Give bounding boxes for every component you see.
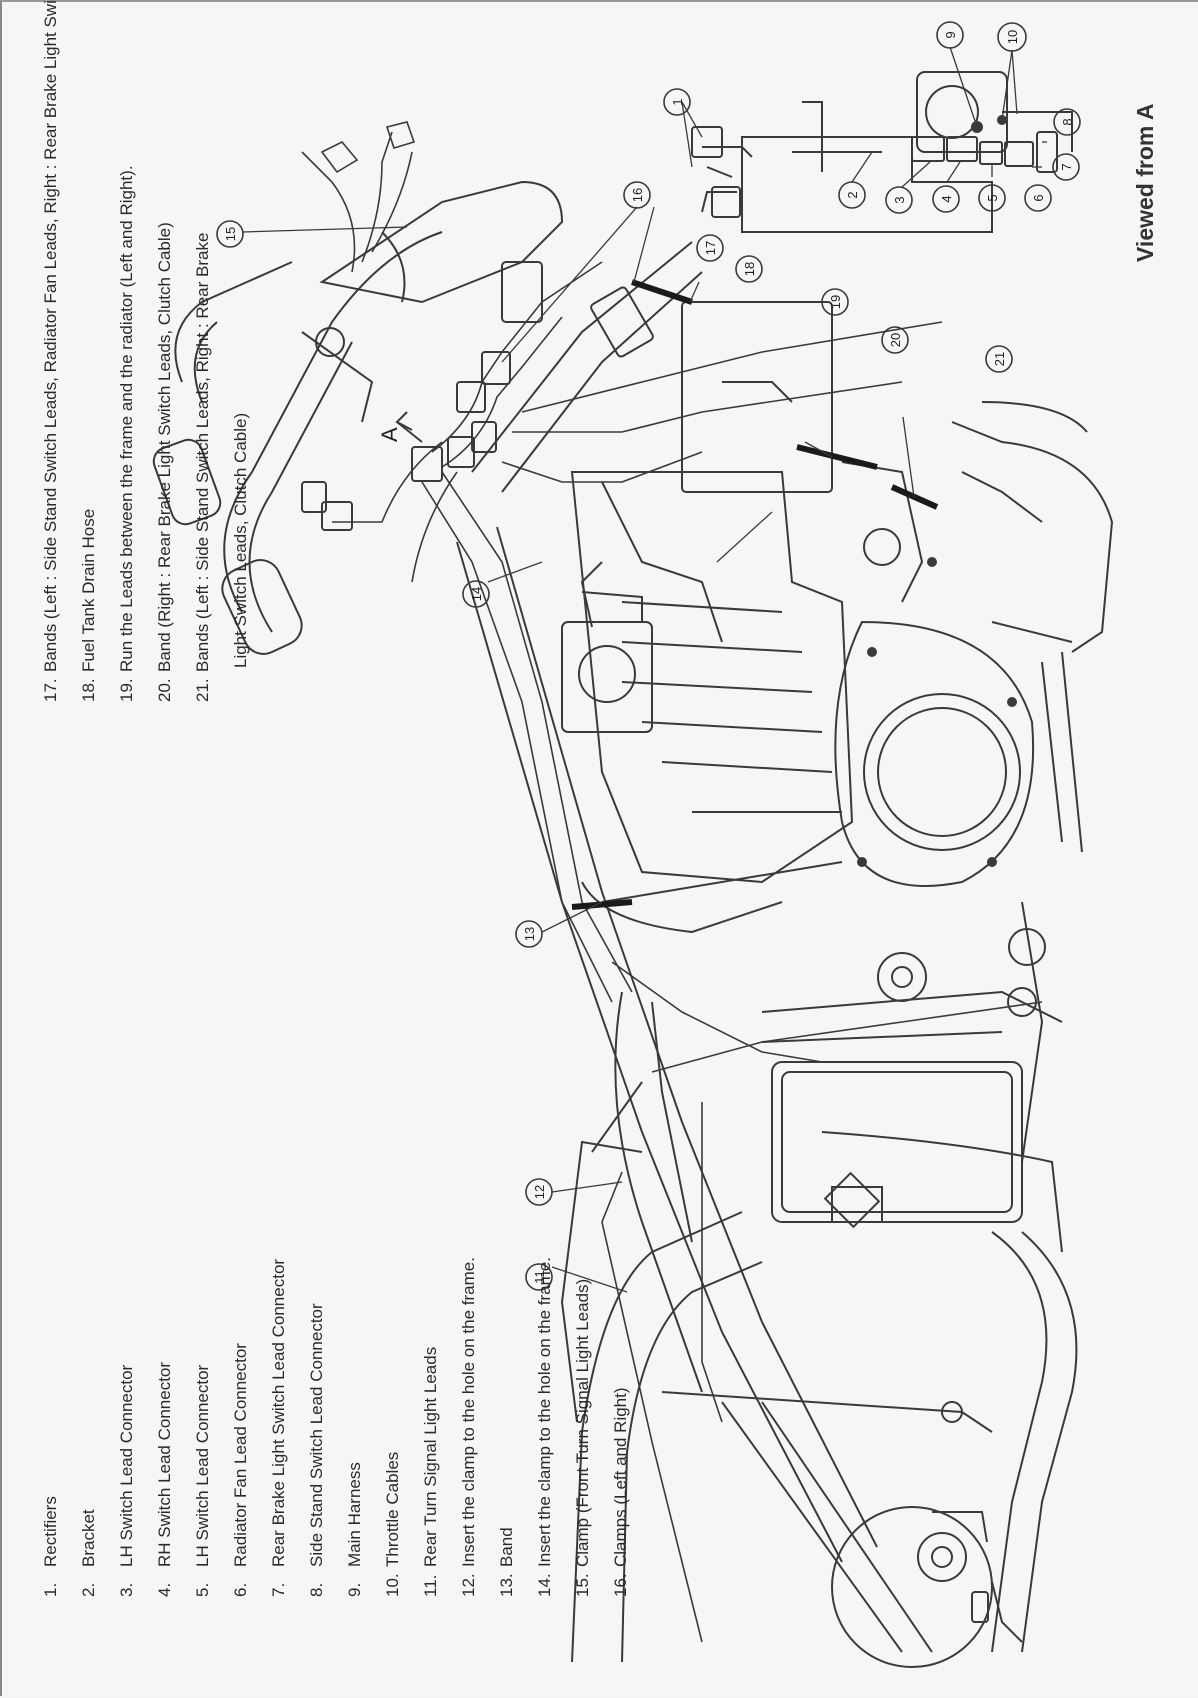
legend-item: 18.Fuel Tank Drain Hose — [79, 508, 98, 702]
callout-11: 11 — [525, 1263, 553, 1291]
callout-10: 10 — [997, 22, 1027, 52]
svg-text:17: 17 — [703, 241, 718, 255]
callout-12: 12 — [525, 1178, 553, 1206]
legend-item: 1.Rectifiers — [41, 1496, 60, 1597]
callout-17: 17 — [696, 234, 724, 262]
callout-2: 2 — [838, 181, 866, 209]
svg-text:10: 10 — [1005, 30, 1020, 44]
inset-viewed-from-a — [691, 71, 1073, 233]
legend-item: 12.Insert the clamp to the hole on the f… — [459, 1257, 478, 1597]
legend-item-continued: Light Switch Leads, Clutch Cable) — [231, 412, 250, 668]
exhaust-pipe — [951, 401, 1114, 653]
svg-text:9: 9 — [943, 31, 958, 38]
svg-text:4: 4 — [939, 195, 954, 202]
legend-item: 13.Band — [497, 1527, 516, 1597]
crankcase-cover — [834, 557, 1083, 887]
svg-text:8: 8 — [1060, 118, 1075, 125]
legend-item: 15.Clamp (Front Turn Signal Light Leads) — [573, 1278, 592, 1597]
callouts: 1 2 3 4 5 6 7 8 9 10 11 12 13 14 15 16 1… — [216, 21, 1081, 1291]
engine-block — [561, 301, 924, 934]
swingarm — [761, 901, 1063, 1423]
bands — [571, 279, 939, 910]
legend-item: 10.Throttle Cables — [383, 1451, 402, 1597]
svg-text:6: 6 — [1031, 194, 1046, 201]
legend-item: 3.LH Switch Lead Connector — [117, 1364, 136, 1597]
rear-subframe — [560, 1081, 763, 1663]
frame-backbone — [456, 241, 878, 1563]
callout-6: 6 — [1024, 184, 1052, 212]
svg-text:5: 5 — [985, 194, 1000, 201]
legend-item: 4.RH Switch Lead Connector — [155, 1361, 174, 1597]
svg-text:13: 13 — [522, 927, 537, 941]
view-marker-a: A — [377, 427, 402, 442]
legend-item: 17.Bands (Left : Side Stand Switch Leads… — [41, 0, 60, 702]
callout-4: 4 — [932, 185, 960, 213]
callout-13: 13 — [515, 920, 543, 948]
callout-20: 20 — [881, 326, 909, 354]
connector-cluster — [301, 286, 654, 531]
svg-text:7: 7 — [1059, 163, 1074, 170]
battery-box — [771, 1061, 1023, 1229]
legend-list-1-16: 1.Rectifiers 2.Bracket 3.LH Switch Lead … — [41, 1257, 650, 1597]
rear-hub — [831, 1506, 1023, 1668]
svg-text:14: 14 — [469, 587, 484, 601]
svg-text:11: 11 — [532, 1270, 547, 1284]
legend-item: 5.LH Switch Lead Connector — [193, 1364, 212, 1597]
legend-item: 11.Rear Turn Signal Light Leads — [421, 1346, 440, 1597]
callout-5: 5 — [978, 184, 1006, 212]
legend-item: 21.Bands (Left : Side Stand Switch Leads… — [193, 232, 212, 702]
callout-1: 1 — [663, 88, 691, 116]
svg-text:19: 19 — [828, 295, 843, 309]
svg-text:2: 2 — [845, 191, 860, 198]
callout-16: 16 — [623, 181, 651, 209]
callout-8: 8 — [1053, 108, 1081, 136]
view-label: Viewed from A — [1132, 103, 1158, 262]
main-harness — [301, 121, 1043, 1643]
legend-item: 2.Bracket — [79, 1509, 98, 1597]
legend-item: 14.Insert the clamp to the hole on the f… — [535, 1257, 554, 1597]
svg-text:1: 1 — [670, 98, 685, 105]
svg-text:20: 20 — [888, 333, 903, 347]
svg-text:15: 15 — [223, 227, 238, 241]
callout-15: 15 — [216, 220, 244, 248]
callout-9: 9 — [936, 21, 964, 49]
legend-item: 20.Band (Right : Rear Brake Light Switch… — [155, 222, 174, 702]
legend-list-17-21: 17.Bands (Left : Side Stand Switch Leads… — [41, 0, 270, 702]
svg-text:3: 3 — [892, 196, 907, 203]
handlebar — [152, 180, 564, 655]
legend-item: 19.Run the Leads between the frame and t… — [117, 165, 136, 702]
svg-text:18: 18 — [742, 262, 757, 276]
svg-text:21: 21 — [992, 352, 1007, 366]
callout-19: 19 — [821, 288, 849, 316]
svg-text:12: 12 — [532, 1185, 547, 1199]
callout-leaders — [241, 46, 1047, 1293]
callout-3: 3 — [885, 186, 913, 214]
legend-item: 6.Radiator Fan Lead Connector — [231, 1343, 250, 1597]
svg-text:16: 16 — [630, 188, 645, 202]
legend-item: 8.Side Stand Switch Lead Connector — [307, 1303, 326, 1597]
callout-7: 7 — [1052, 153, 1080, 181]
callout-14: 14 — [462, 580, 490, 608]
callout-21: 21 — [985, 345, 1013, 373]
legend-item: 7.Rear Brake Light Switch Lead Connector — [269, 1258, 288, 1597]
callout-18: 18 — [735, 255, 763, 283]
legend-item: 9.Main Harness — [345, 1462, 364, 1597]
legend-item: 16.Clamps (Left and Right) — [611, 1387, 630, 1597]
frame-down-tubes — [614, 991, 1078, 1653]
